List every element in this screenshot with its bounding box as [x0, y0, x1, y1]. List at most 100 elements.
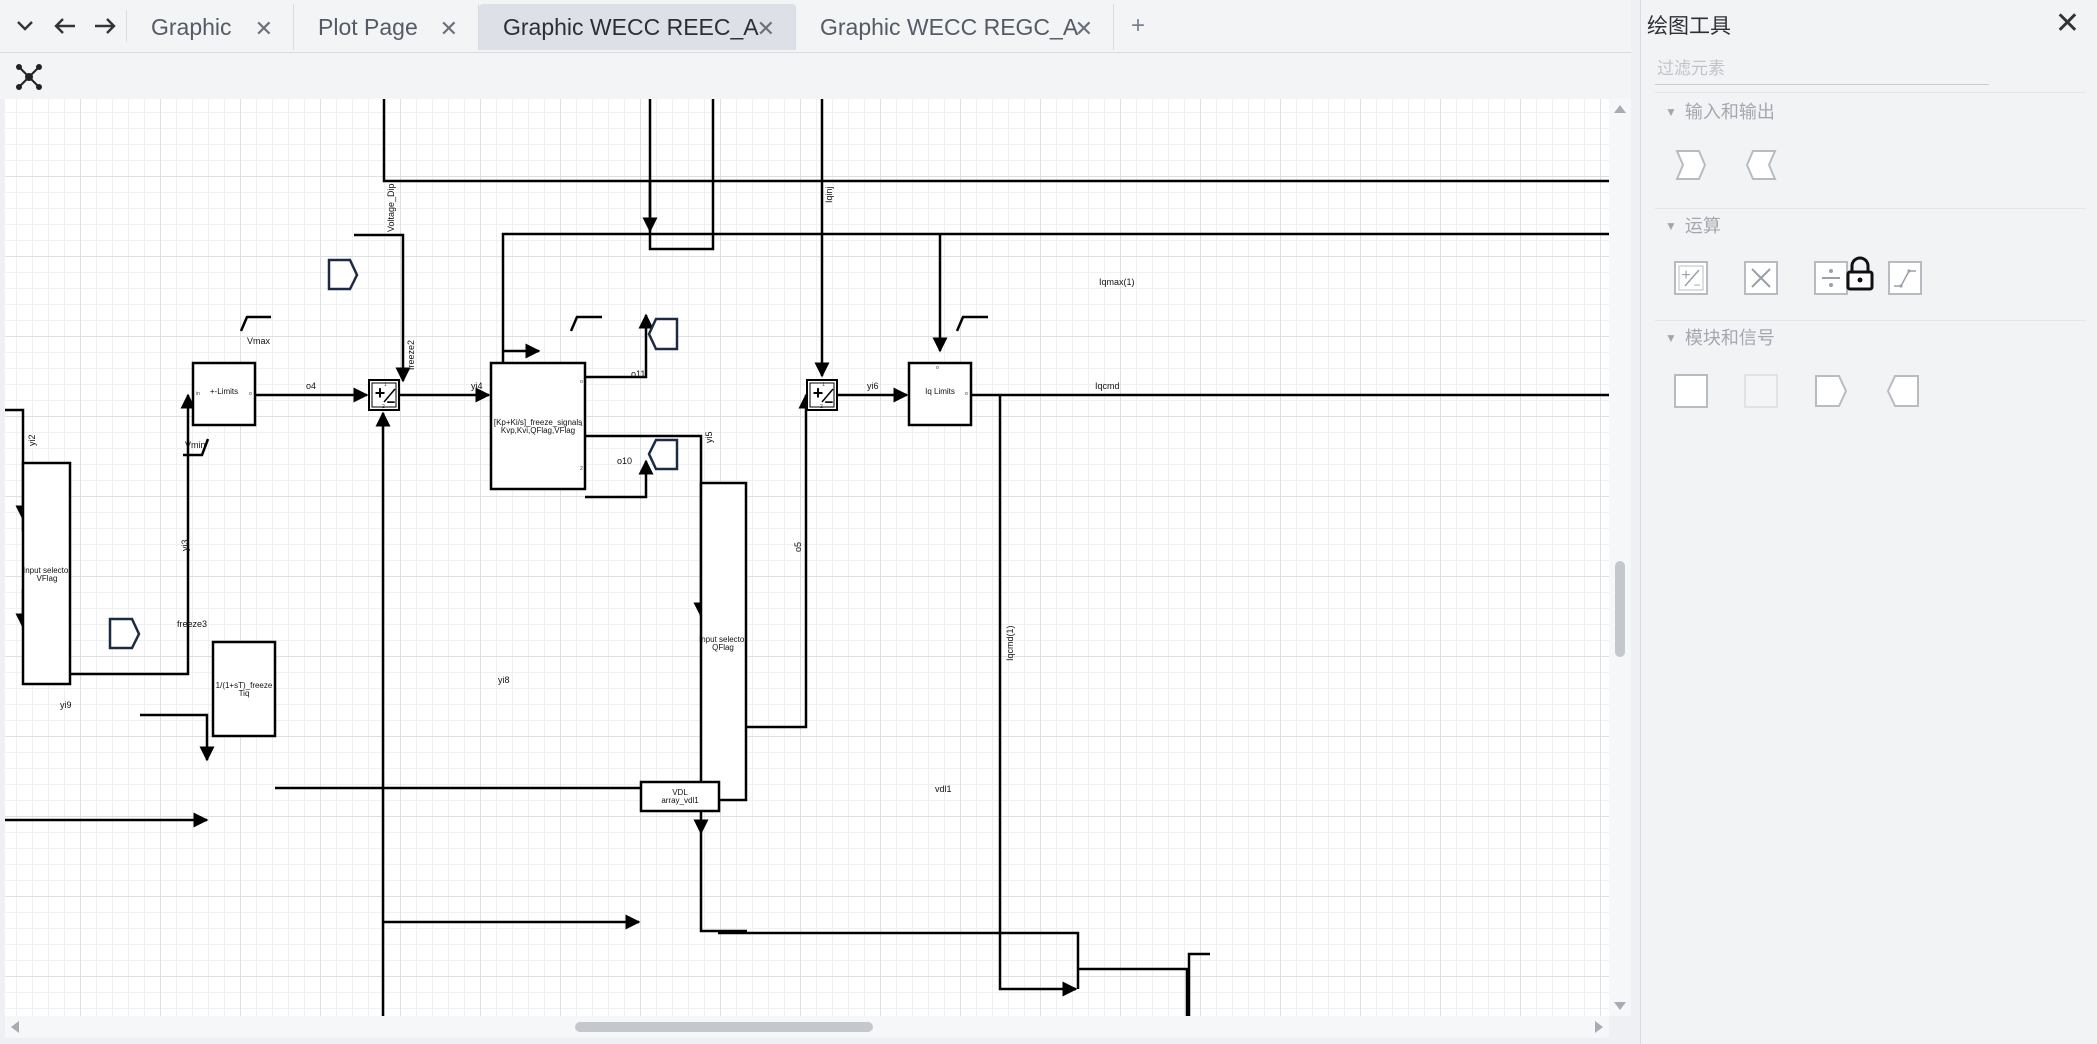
signal-label: o4	[306, 381, 316, 391]
subsystem-tool-icon[interactable]	[1741, 371, 1781, 411]
horizontal-scrollbar[interactable]	[5, 1016, 1609, 1038]
block-label: array_vdl1	[661, 796, 699, 805]
svg-text:−: −	[825, 394, 834, 411]
signal-label: yi9	[60, 700, 72, 710]
close-icon[interactable]: ✕	[756, 16, 775, 41]
port-label: 1	[822, 382, 825, 388]
signal-label: o5	[793, 542, 803, 552]
section-label: 运算	[1684, 216, 1721, 236]
signal-label: Vmin	[185, 440, 206, 450]
signal-out-tool-icon[interactable]	[1811, 371, 1851, 411]
forward-arrow-icon[interactable]	[90, 10, 120, 42]
back-arrow-icon[interactable]	[50, 10, 80, 42]
tab-label: Graphic	[151, 13, 232, 40]
port-label: 1	[580, 422, 583, 428]
vertical-scroll-thumb[interactable]	[1615, 561, 1625, 657]
output-port-tool-icon[interactable]	[1741, 145, 1781, 185]
tab-graphic-wecc-reec-a[interactable]: Graphic WECC REEC_A ✕	[479, 4, 796, 50]
block-label: Input selector	[699, 635, 747, 644]
port-label: 1	[384, 382, 387, 388]
scroll-right-icon[interactable]	[1595, 1021, 1603, 1033]
block-label: QFlag	[712, 643, 734, 652]
input-selector-qflag-block[interactable]	[699, 481, 748, 802]
block-label: Iq Limits	[925, 387, 955, 396]
port-label: 2	[580, 466, 583, 472]
block-label: +-Limits	[210, 387, 238, 396]
tab-plot-page[interactable]: Plot Page ✕	[294, 4, 479, 50]
input-port-shape[interactable]	[327, 258, 359, 291]
chevron-down-icon[interactable]	[10, 10, 40, 42]
signal-label: freeze3	[177, 619, 207, 629]
triangle-down-icon: ▼	[1665, 105, 1677, 119]
panel-title: 绘图工具	[1647, 15, 1731, 38]
signal-in-tool-icon[interactable]	[1883, 371, 1923, 411]
signal-label: Iqinj	[824, 186, 834, 203]
port-label: o	[965, 391, 968, 397]
signal-label: vdl1	[935, 784, 952, 794]
limits-block[interactable]	[191, 361, 257, 427]
svg-text:+: +	[1681, 267, 1690, 284]
port-label: o	[580, 379, 583, 385]
section-label: 模块和信号	[1684, 328, 1775, 348]
triangle-down-icon: ▼	[1665, 331, 1677, 345]
fit-layout-icon[interactable]	[14, 62, 44, 92]
multiply-tool-icon[interactable]	[1741, 258, 1781, 298]
scroll-left-icon[interactable]	[11, 1021, 19, 1033]
close-icon[interactable]: ✕	[439, 16, 458, 41]
tab-label: Plot Page	[318, 13, 418, 40]
iq-limits-block[interactable]	[907, 361, 973, 427]
drawing-tools-panel: 绘图工具 ✕ ▼ 输入和输出 ▼ 运算 +− ▼ 模块和信号	[1640, 0, 2097, 1044]
tab-label: Graphic WECC REGC_A	[820, 13, 1079, 40]
lag-freeze-block[interactable]	[211, 640, 277, 738]
canvas-toolbar	[0, 53, 1631, 99]
section-blocks-signals[interactable]: ▼ 模块和信号	[1665, 324, 1775, 350]
close-icon[interactable]: ✕	[254, 16, 273, 41]
pi-freeze-block[interactable]	[489, 361, 587, 491]
scroll-down-icon[interactable]	[1614, 1002, 1626, 1010]
close-icon[interactable]: ✕	[1074, 16, 1093, 41]
tab-bar: Graphic ✕ Plot Page ✕ Graphic WECC REEC_…	[0, 0, 1631, 53]
output-port-shape[interactable]	[647, 438, 679, 471]
input-port-tool-icon[interactable]	[1671, 145, 1711, 185]
block-label: Tiq	[239, 689, 250, 698]
tab-graphic[interactable]: Graphic ✕	[127, 4, 294, 50]
diagram-canvas[interactable]: + − + − +-Limits [Kp+Ki/s]_freeze_signal…	[5, 99, 1609, 1016]
input-selector-vflag-block[interactable]	[21, 461, 72, 686]
signal-label: yi4	[471, 381, 483, 391]
nonlinear-tool-icon[interactable]	[1885, 258, 1925, 298]
section-io[interactable]: ▼ 输入和输出	[1665, 98, 1775, 124]
section-operations[interactable]: ▼ 运算	[1665, 212, 1721, 238]
signal-label: yi5	[704, 431, 714, 443]
input-port-shape[interactable]	[108, 617, 141, 650]
block-label: Input selector	[23, 566, 71, 575]
tab-graphic-wecc-regc-a[interactable]: Graphic WECC REGC_A ✕	[796, 4, 1114, 50]
lock-icon[interactable]	[1843, 254, 1877, 294]
svg-text:−: −	[1693, 278, 1700, 292]
filter-input[interactable]	[1655, 54, 1989, 85]
signal-label: o11	[631, 369, 645, 379]
close-icon[interactable]: ✕	[2054, 7, 2080, 40]
block-label: VDL	[672, 788, 688, 797]
vdl-block[interactable]	[639, 780, 721, 813]
signal-label: Iqcmd(1)	[1005, 625, 1015, 661]
block-label: Kvp,Kvi,QFlag,VFlag	[501, 426, 575, 435]
signal-label: yi2	[27, 434, 37, 446]
signal-label: Voltage_Dip	[386, 183, 396, 232]
sum-block[interactable]: + −	[368, 379, 400, 411]
vertical-scrollbar[interactable]	[1609, 99, 1631, 1016]
sum-tool-icon[interactable]: +−	[1671, 258, 1711, 298]
add-tab-button[interactable]: +	[1130, 12, 1145, 39]
port-label: 2	[820, 404, 823, 410]
scroll-up-icon[interactable]	[1614, 105, 1626, 113]
block-label: 1/(1+sT)_freeze	[216, 681, 273, 690]
sum-block[interactable]: + −	[806, 379, 838, 411]
output-port-shape[interactable]	[647, 317, 679, 351]
section-label: 输入和输出	[1684, 102, 1775, 122]
signal-label: Iqcmd	[1095, 381, 1120, 391]
signal-label: o10	[617, 456, 632, 466]
svg-text:+: +	[813, 383, 824, 403]
horizontal-scroll-thumb[interactable]	[575, 1022, 873, 1032]
block-label: [Kp+Ki/s]_freeze_signals	[494, 418, 582, 427]
block-tool-icon[interactable]	[1671, 371, 1711, 411]
triangle-down-icon: ▼	[1665, 219, 1677, 233]
